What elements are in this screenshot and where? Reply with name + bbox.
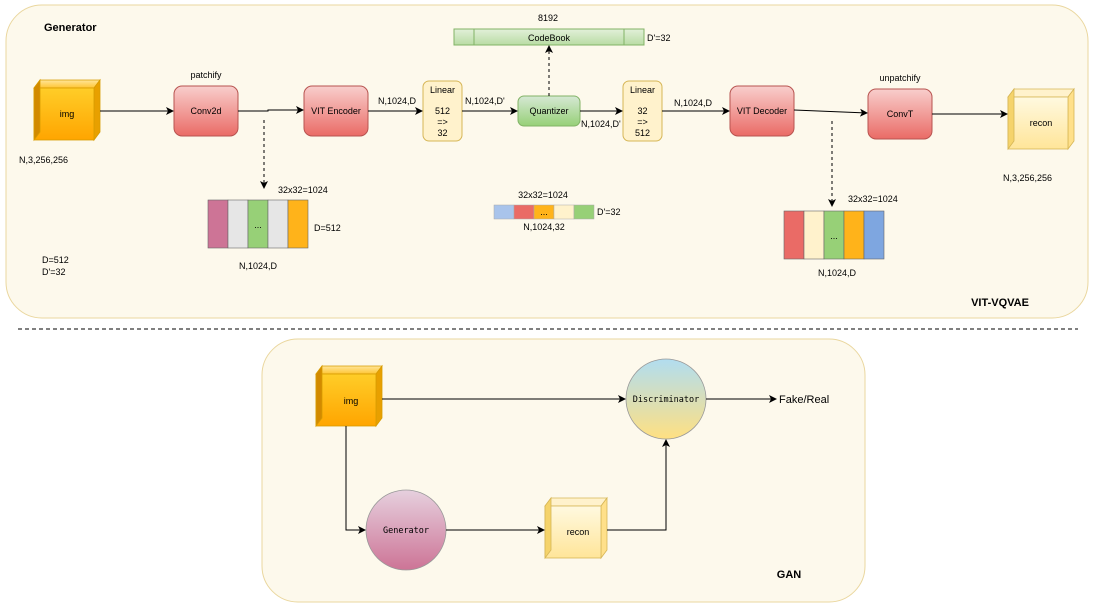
tokens-q-strip — [493, 204, 595, 220]
linear2-output-shape: N,1024,D — [674, 98, 713, 108]
gan-recon-label: recon — [567, 527, 590, 537]
edge-decoder-convt — [793, 108, 868, 117]
linear1-arrow: => — [437, 117, 448, 127]
tokens-enc-dots: ... — [254, 220, 262, 230]
linear2-title: Linear — [630, 85, 655, 95]
unpatchify-label: unpatchify — [879, 73, 921, 83]
gan-generator-label: Generator — [383, 526, 429, 536]
generator-panel — [5, 4, 1089, 319]
gan-img-cube: img — [315, 364, 383, 428]
param-d: D=512 — [42, 255, 69, 265]
vit-decoder-node — [729, 85, 795, 137]
edge-conv2d-encoder — [238, 106, 304, 114]
recon-shape: N,3,256,256 — [1003, 173, 1052, 183]
tokens-enc-strip — [207, 199, 309, 249]
tokens-dec-dots: ... — [830, 231, 838, 241]
tokens-dec-count: 32x32=1024 — [848, 194, 898, 204]
gan-recon-cube: recon — [544, 496, 608, 560]
gan-output-label: Fake/Real — [779, 394, 829, 406]
codebook-dim: D'=32 — [647, 33, 670, 43]
recon-label: recon — [1030, 118, 1053, 128]
gan-panel-title: GAN — [777, 569, 802, 581]
quantizer-label: Quantizer — [529, 106, 568, 116]
linear2-arrow: => — [637, 117, 648, 127]
edge-recon-disc — [607, 439, 670, 531]
vit-encoder-label: VIT Encoder — [311, 106, 361, 116]
tokens-q-shape: N,1024,32 — [523, 222, 565, 232]
encoder-output-shape: N,1024,D — [378, 96, 417, 106]
linear1-in: 512 — [435, 106, 450, 116]
img-shape: N,3,256,256 — [19, 155, 68, 165]
vit-vqvae-label: VIT-VQVAE — [971, 297, 1029, 309]
generator-panel-title: Generator — [44, 22, 97, 34]
tokens-enc-dim: D=512 — [314, 223, 341, 233]
tokens-dec-shape: N,1024,D — [818, 268, 857, 278]
codebook-size: 8192 — [538, 13, 558, 23]
tokens-q-dim: D'=32 — [597, 207, 620, 217]
tokens-dec-strip — [783, 210, 885, 260]
convt-label: ConvT — [887, 109, 914, 119]
img-cube: img — [33, 78, 101, 142]
img-label: img — [60, 109, 75, 119]
param-dp: D'=32 — [42, 267, 65, 277]
discriminator-label: Discriminator — [633, 395, 700, 405]
patchify-label: patchify — [190, 70, 222, 80]
linear2-in: 32 — [637, 106, 647, 116]
quantizer-output-shape: N,1024,D' — [581, 119, 621, 129]
tokens-q-count: 32x32=1024 — [518, 190, 568, 200]
linear2-out: 512 — [635, 128, 650, 138]
vit-decoder-label: VIT Decoder — [737, 106, 787, 116]
tokens-enc-shape: N,1024,D — [239, 261, 278, 271]
edge-gan-img-generator — [345, 426, 366, 534]
linear1-out: 32 — [437, 128, 447, 138]
recon-cube: recon — [1007, 87, 1075, 151]
tokens-q-dots: ... — [540, 207, 548, 217]
gan-img-label: img — [344, 396, 359, 406]
conv2d-label: Conv2d — [190, 106, 221, 116]
codebook-label: CodeBook — [528, 33, 571, 43]
linear1-title: Linear — [430, 85, 455, 95]
tokens-enc-count: 32x32=1024 — [278, 185, 328, 195]
linear1-output-shape: N,1024,D' — [465, 96, 505, 106]
